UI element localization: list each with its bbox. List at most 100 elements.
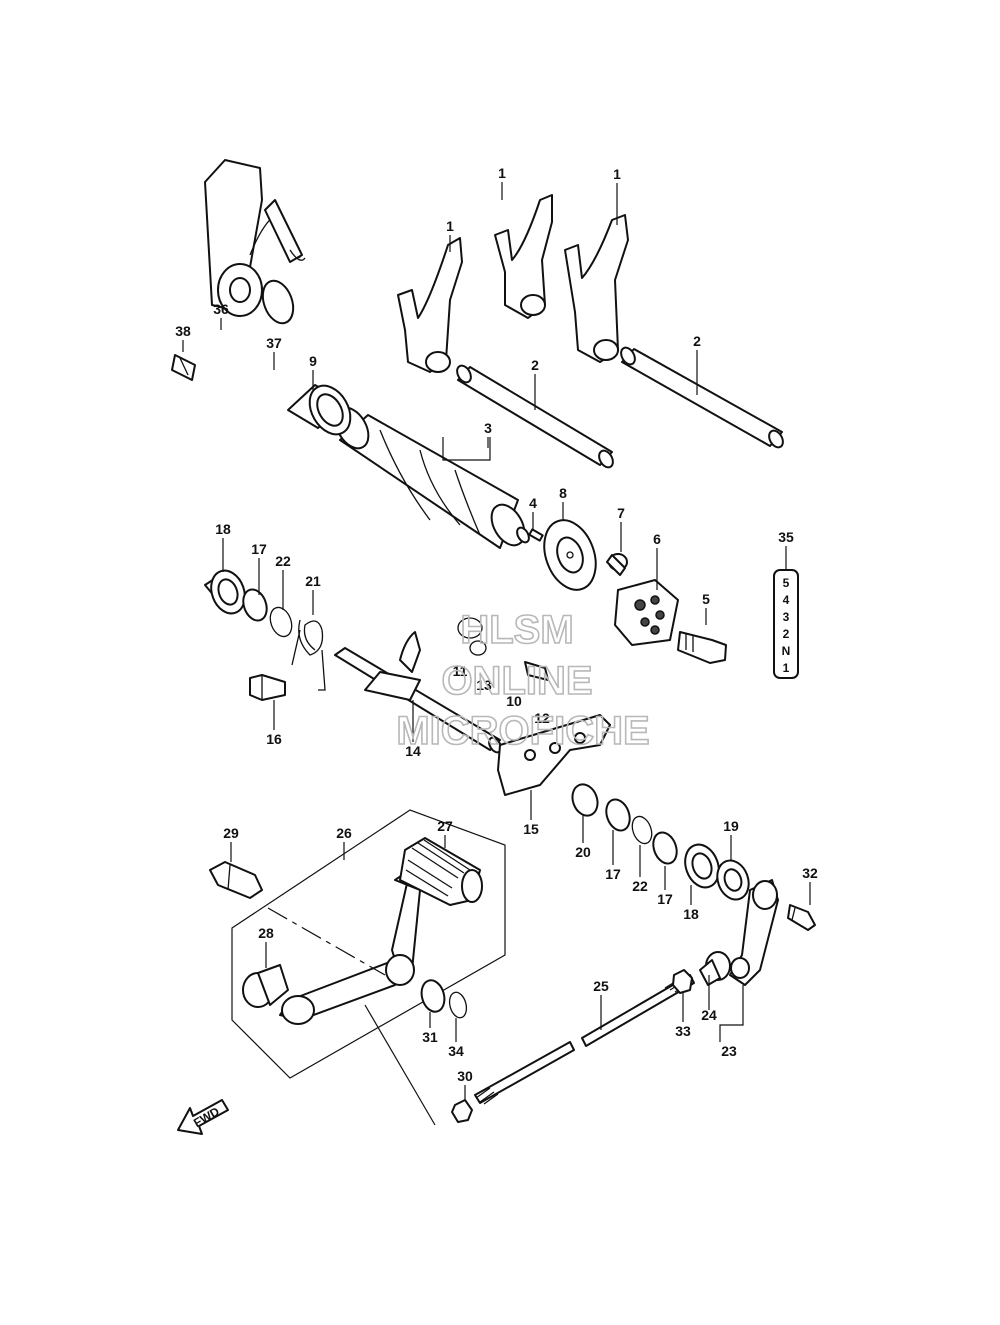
callout-36: 36: [213, 301, 229, 317]
gear-position-sensor: [204, 159, 306, 317]
gear-pos-4: 4: [783, 593, 790, 607]
callout-27: 27: [437, 818, 453, 834]
callout-23: 23: [721, 1043, 737, 1059]
callout-17a: 17: [251, 541, 267, 557]
stopper-pin-bolt: [677, 631, 727, 664]
rod-nut-30: [451, 1099, 473, 1123]
callout-18b: 18: [683, 906, 699, 922]
shift-fork-right: [564, 214, 629, 363]
callout-6: 6: [653, 531, 661, 547]
gearshift-shaft: [334, 631, 502, 754]
callout-2a: 2: [531, 357, 539, 373]
gear-pos-2: 2: [783, 627, 790, 641]
callout-1a: 1: [446, 218, 454, 234]
callout-17c: 17: [657, 891, 673, 907]
oil-seal-19: [716, 859, 750, 901]
spring-stopper-bolt: [249, 674, 286, 701]
pawl-spring-set: [457, 617, 549, 681]
callout-2b: 2: [693, 333, 701, 349]
link-arm-bolt: [787, 904, 816, 931]
callout-17b: 17: [605, 866, 621, 882]
return-spring: [291, 619, 326, 691]
shift-shaft-bearing-upper: [204, 569, 246, 615]
callout-18a: 18: [215, 521, 231, 537]
circlip-22-lower: [631, 815, 653, 845]
callout-10: 10: [506, 693, 522, 709]
fork-shaft-right: [620, 346, 784, 449]
callout-38: 38: [175, 323, 191, 339]
cam-stopper-plate: [614, 579, 679, 646]
fork-shaft-center: [456, 364, 614, 469]
callout-24: 24: [701, 1007, 717, 1023]
callout-21: 21: [305, 573, 321, 589]
callout-28: 28: [258, 925, 274, 941]
watermark-line3: MICROFICHE: [396, 709, 649, 753]
rod-end-joint: [699, 951, 731, 986]
circlip-20: [571, 783, 599, 817]
callout-5: 5: [702, 591, 710, 607]
callout-31: 31: [422, 1029, 438, 1045]
washer-17-lower: [652, 831, 678, 865]
shift-shaft-bearing-lower: [684, 843, 720, 889]
callout-1b: 1: [498, 165, 506, 181]
callout-32: 32: [802, 865, 818, 881]
callout-35: 35: [778, 529, 794, 545]
callout-30: 30: [457, 1068, 473, 1084]
callout-22b: 22: [632, 878, 648, 894]
washer-17-mid: [605, 798, 631, 832]
watermark-line2: ONLINE: [441, 659, 592, 703]
callout-37: 37: [266, 335, 282, 351]
watermark-line1: HLSM: [460, 608, 573, 652]
shift-arm-plate: [497, 714, 611, 796]
gear-pos-n: N: [782, 644, 791, 658]
callout-8: 8: [559, 485, 567, 501]
callout-13: 13: [476, 677, 492, 693]
lever-bushing: [242, 964, 289, 1008]
gearshift-link-rod: [474, 974, 695, 1105]
shift-fork-center: [494, 194, 553, 319]
callout-14: 14: [405, 743, 421, 759]
lever-pivot-bolt: [209, 861, 263, 899]
leader-lines: [182, 182, 811, 1126]
callout-25: 25: [593, 978, 609, 994]
callout-19: 19: [723, 818, 739, 834]
callout-29: 29: [223, 825, 239, 841]
cam-bearing: [287, 384, 352, 436]
shift-fork-left: [397, 237, 463, 373]
gear-pos-3: 3: [783, 610, 790, 624]
gearshift-lever: [279, 869, 421, 1025]
callout-9: 9: [309, 353, 317, 369]
lever-circlip: [448, 991, 468, 1019]
callout-12: 12: [534, 710, 550, 726]
callout-7: 7: [617, 505, 625, 521]
cam-drum-bearing: [543, 519, 597, 591]
gear-pos-1: 1: [783, 661, 790, 675]
forward-direction-arrow: FWD: [177, 1099, 229, 1135]
circlip-upper: [269, 606, 293, 638]
washer-upper: [242, 588, 268, 622]
callout-1c: 1: [613, 166, 621, 182]
shift-link-arm: [729, 879, 779, 986]
callout-4: 4: [529, 495, 537, 511]
callout-3: 3: [484, 420, 492, 436]
gear-position-indicator: 5 4 3 2 N 1: [773, 569, 799, 679]
cam-pin: [528, 528, 544, 542]
callout-33: 33: [675, 1023, 691, 1039]
callout-34: 34: [448, 1043, 464, 1059]
callout-22a: 22: [275, 553, 291, 569]
callout-20: 20: [575, 844, 591, 860]
gearshift-cam-drum: [334, 406, 530, 549]
callout-16: 16: [266, 731, 282, 747]
callout-26: 26: [336, 825, 352, 841]
callout-11: 11: [453, 663, 468, 679]
gear-pos-5: 5: [783, 576, 790, 590]
rod-nut-33: [672, 969, 693, 994]
watermark: HLSM ONLINE MICROFICHE: [396, 607, 651, 754]
callout-15: 15: [523, 821, 539, 837]
lever-washer: [420, 979, 446, 1013]
lever-assembly-box: [231, 809, 506, 1079]
sensor-bolt: [171, 354, 196, 381]
o-ring: [261, 279, 295, 325]
callout-labels: 1 1 1 2 2 3 4 8 7 6 5 9 37 36 38 35 18 1…: [175, 165, 818, 1084]
